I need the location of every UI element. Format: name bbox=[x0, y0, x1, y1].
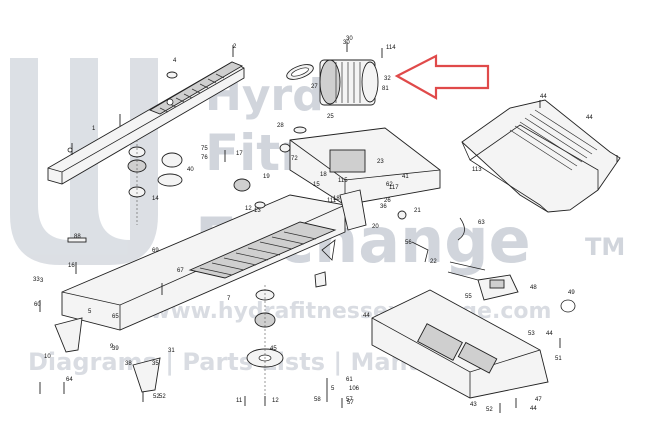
callout-69: 69 bbox=[152, 248, 159, 254]
callout-55: 55 bbox=[465, 294, 472, 300]
callout-51: 51 bbox=[555, 356, 562, 362]
callout-16: 16 bbox=[68, 263, 75, 269]
callout-64: 64 bbox=[66, 377, 73, 383]
callout-47: 47 bbox=[535, 397, 542, 403]
drive-motor-assembly bbox=[286, 59, 379, 106]
callout-57: 57 bbox=[347, 400, 354, 406]
callout-26: 26 bbox=[384, 198, 391, 204]
callout-21: 21 bbox=[414, 208, 421, 214]
callout-15: 15 bbox=[313, 182, 320, 188]
callout-45: 45 bbox=[270, 346, 277, 352]
controller-board bbox=[477, 274, 519, 301]
callout-22: 22 bbox=[430, 259, 437, 265]
callout-32: 32 bbox=[384, 76, 391, 82]
callout-11: 11 bbox=[236, 398, 243, 404]
frame-hardware bbox=[67, 71, 576, 313]
callout-56: 56 bbox=[405, 240, 412, 246]
callout-20: 20 bbox=[372, 224, 379, 230]
callout-5: 5 bbox=[331, 386, 335, 392]
callout-44: 44 bbox=[540, 94, 547, 100]
callout-48: 48 bbox=[530, 285, 537, 291]
callout-53: 53 bbox=[528, 331, 535, 337]
callout-63: 63 bbox=[478, 220, 485, 226]
callout-44: 44 bbox=[586, 115, 593, 121]
callout-2: 2 bbox=[233, 44, 237, 50]
rear-roller-stack bbox=[246, 285, 284, 400]
callout-4: 4 bbox=[173, 58, 177, 64]
callout-81: 81 bbox=[382, 86, 389, 92]
callout-25: 25 bbox=[327, 114, 334, 120]
callout-57: 57 bbox=[346, 397, 353, 403]
callout-18: 18 bbox=[320, 172, 327, 178]
main-frame bbox=[289, 127, 441, 206]
callout-67: 67 bbox=[177, 268, 184, 274]
callout-76: 76 bbox=[201, 155, 208, 161]
callout-72: 72 bbox=[291, 156, 298, 162]
callout-12: 12 bbox=[245, 206, 252, 212]
callout-31: 31 bbox=[168, 348, 175, 354]
callout-117: 117 bbox=[389, 185, 399, 191]
left-side-rail bbox=[47, 61, 245, 185]
callout-9: 9 bbox=[110, 344, 114, 350]
callout-52: 52 bbox=[153, 394, 160, 400]
callout-12: 12 bbox=[272, 398, 279, 404]
running-deck bbox=[61, 194, 346, 331]
base-housing bbox=[371, 289, 549, 399]
callout-44: 44 bbox=[546, 331, 553, 337]
callout-113: 113 bbox=[472, 167, 482, 173]
callout-23: 23 bbox=[377, 159, 384, 165]
callout-41: 41 bbox=[402, 174, 409, 180]
leveling-feet bbox=[54, 317, 161, 393]
callout-10: 10 bbox=[44, 354, 51, 360]
callout-27: 27 bbox=[311, 84, 318, 90]
highlight-arrow bbox=[394, 54, 490, 100]
callout-52: 52 bbox=[486, 407, 493, 413]
front-roller-stack bbox=[127, 140, 183, 225]
callout-17: 17 bbox=[236, 151, 243, 157]
callout-33: 33 bbox=[33, 277, 40, 283]
callout-49: 49 bbox=[568, 290, 575, 296]
fasteners bbox=[39, 42, 618, 413]
callout-114: 114 bbox=[386, 45, 396, 51]
callout-40: 40 bbox=[187, 167, 194, 173]
callout-106: 106 bbox=[349, 386, 360, 392]
motor-hood bbox=[461, 99, 621, 213]
callout-13: 13 bbox=[254, 208, 261, 214]
callout-3: 3 bbox=[40, 278, 44, 284]
callout-1: 1 bbox=[92, 126, 96, 132]
watermark-url: www.hydrafitnessexchange.com bbox=[150, 299, 551, 324]
watermark-trademark: TM bbox=[585, 233, 625, 261]
callout-14: 14 bbox=[152, 196, 159, 202]
callout-7: 7 bbox=[227, 296, 231, 302]
callout-19: 19 bbox=[263, 174, 270, 180]
callout-36: 36 bbox=[380, 204, 387, 210]
callout-44: 44 bbox=[363, 313, 370, 319]
callout-115: 115 bbox=[338, 178, 348, 184]
callout-38: 38 bbox=[125, 361, 132, 367]
callout-111: 111 bbox=[327, 198, 337, 204]
callout-75: 75 bbox=[201, 146, 208, 152]
callout-62: 62 bbox=[386, 182, 393, 188]
callout-52: 52 bbox=[159, 394, 166, 400]
callout-61: 61 bbox=[346, 377, 353, 383]
callout-60: 60 bbox=[34, 302, 41, 308]
callout-30: 30 bbox=[343, 40, 350, 46]
callout-39: 39 bbox=[112, 346, 119, 352]
callout-18: 18 bbox=[333, 196, 340, 202]
callout-5: 5 bbox=[88, 309, 92, 315]
callout-30: 30 bbox=[346, 36, 353, 42]
callout-58: 58 bbox=[314, 397, 321, 403]
callout-44: 44 bbox=[530, 406, 537, 412]
callout-65: 65 bbox=[112, 314, 119, 320]
callout-28: 28 bbox=[277, 123, 284, 129]
callout-43: 43 bbox=[470, 402, 477, 408]
callout-35: 35 bbox=[152, 361, 159, 367]
callout-88: 88 bbox=[74, 234, 81, 240]
